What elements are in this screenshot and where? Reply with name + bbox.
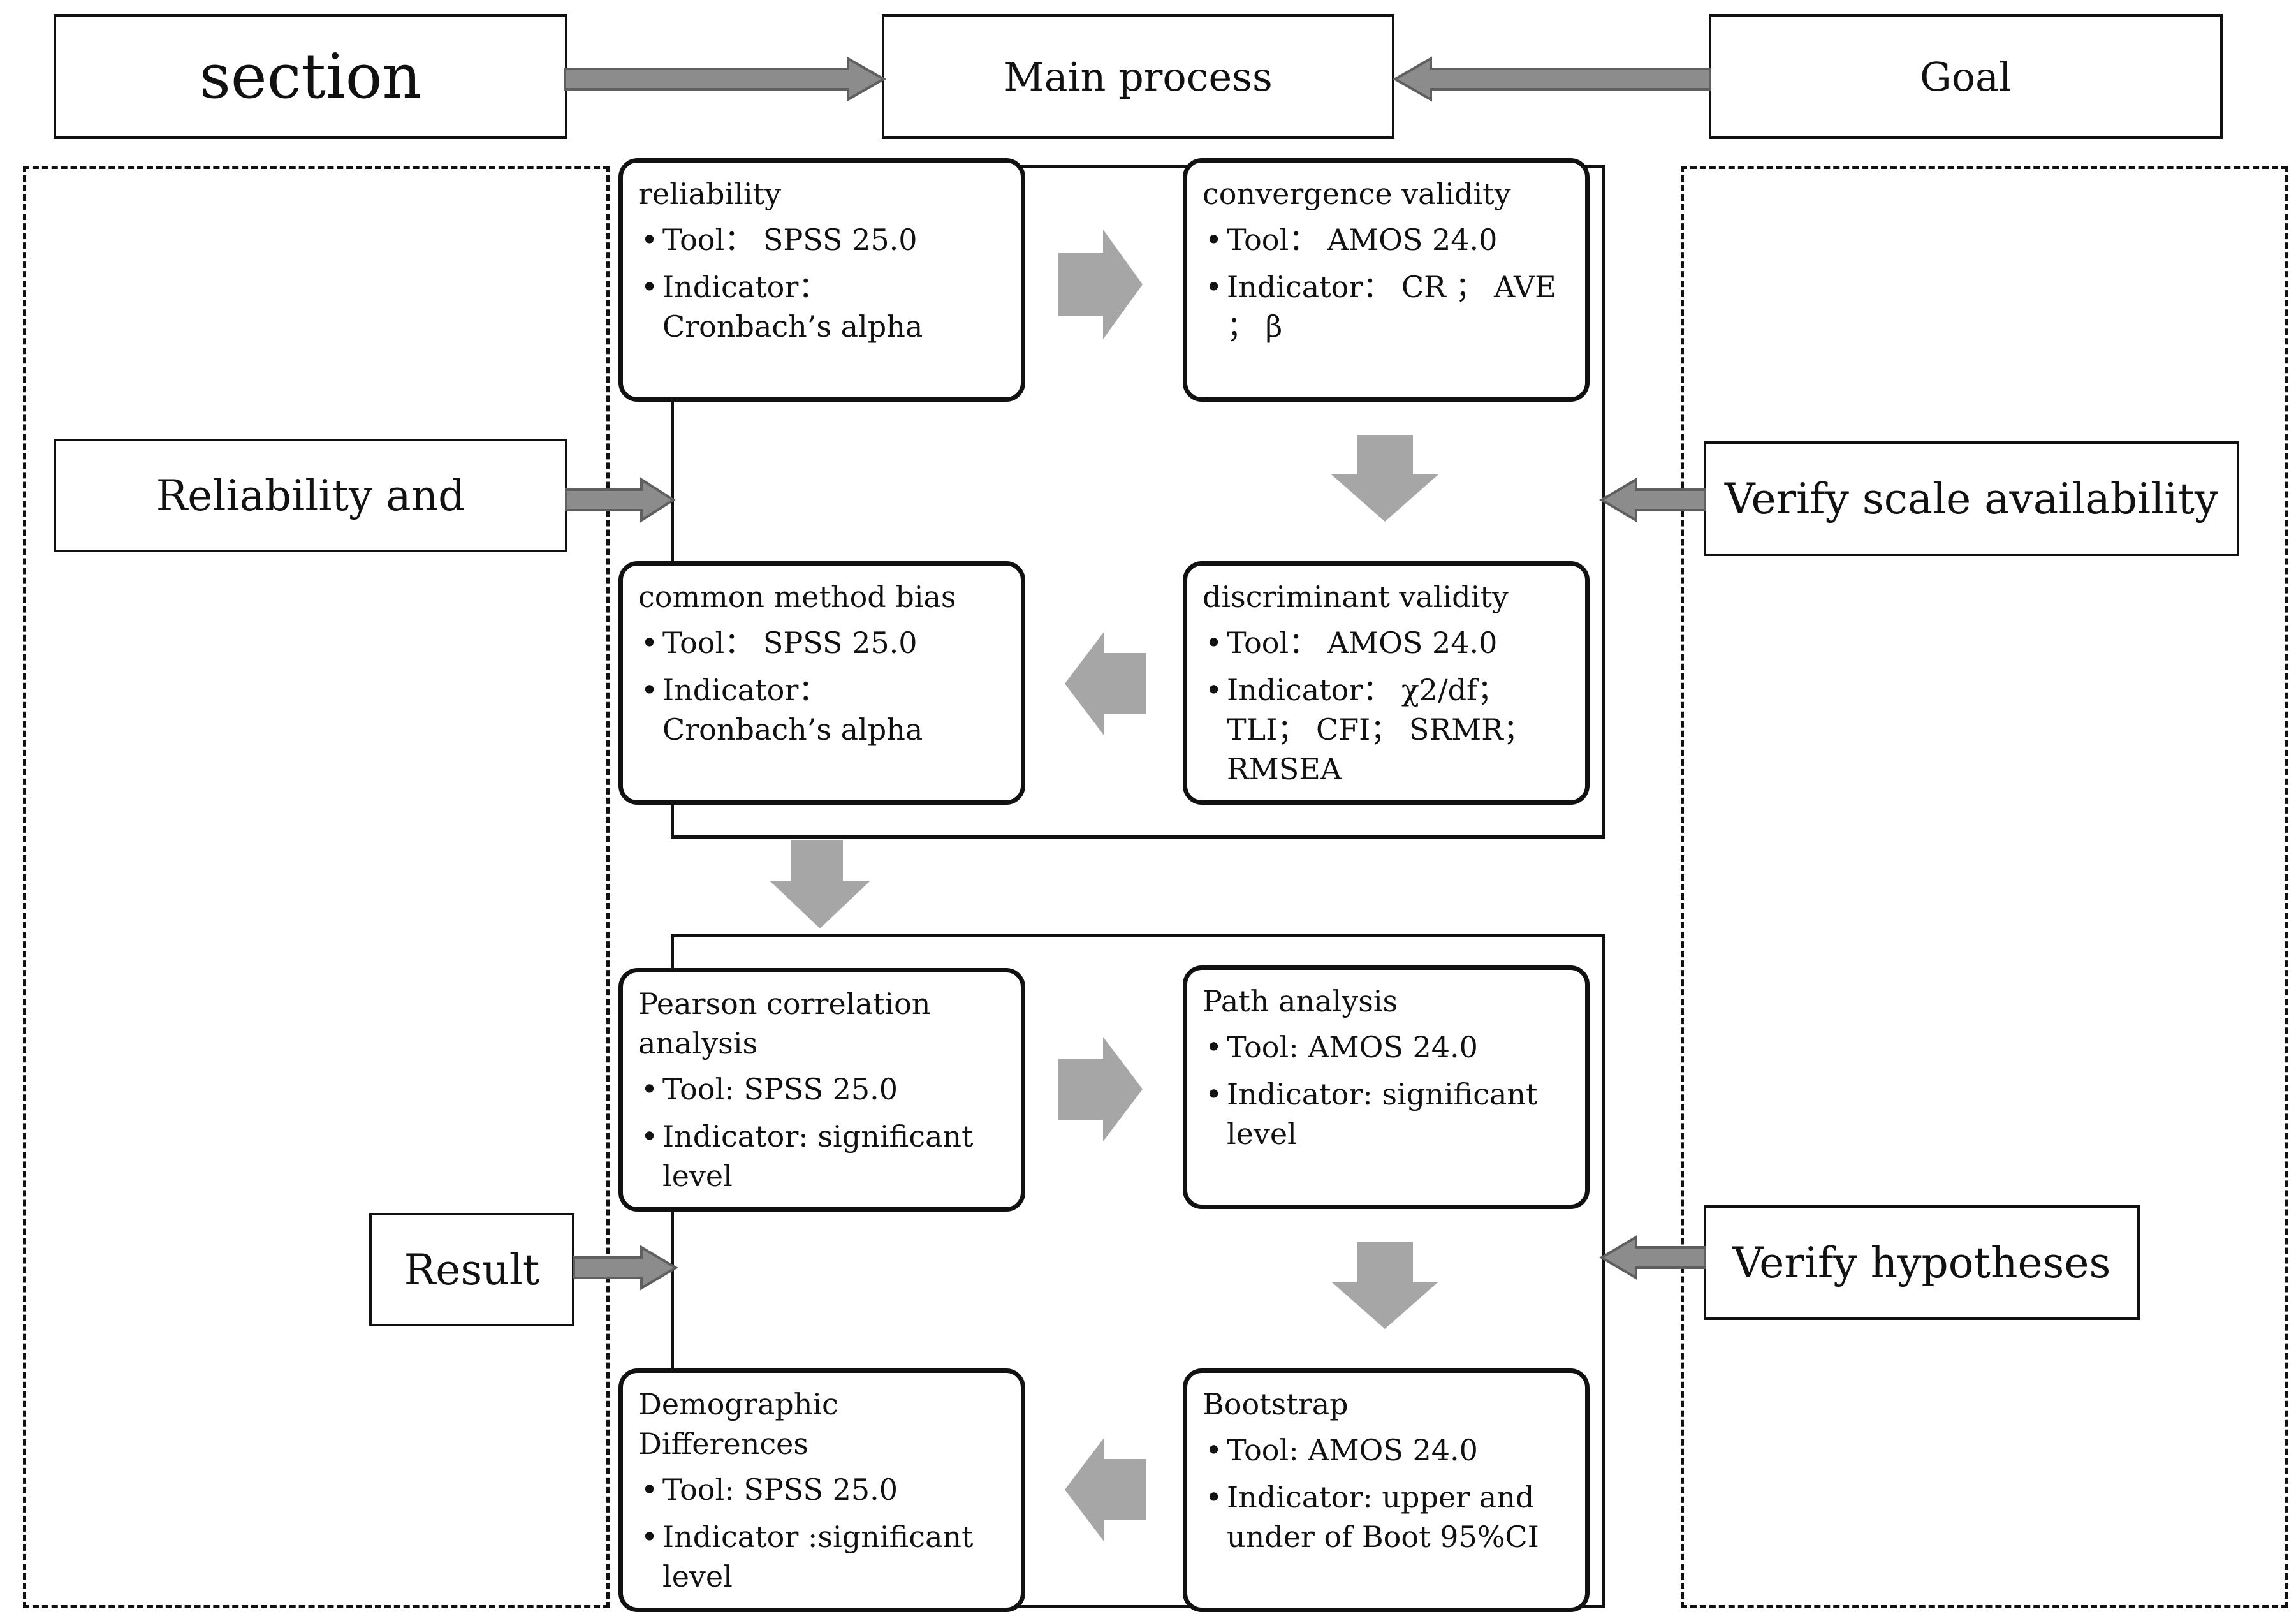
step-demographic-indicator: Indicator :significant level — [638, 1517, 1005, 1596]
step-discriminant-tool: Tool： AMOS 24.0 — [1203, 623, 1570, 663]
step-demographic-differences: Demographic Differences Tool: SPSS 25.0 … — [618, 1368, 1025, 1612]
step-reliability-title: reliability — [638, 177, 782, 211]
arrow-verify-scale-to-group — [1599, 477, 1706, 523]
step-discriminant-title: discriminant validity — [1203, 580, 1509, 614]
step-convergence-validity: convergence validity Tool： AMOS 24.0 Ind… — [1183, 158, 1590, 402]
flow-arrow-convergence-to-discriminant — [1331, 435, 1438, 522]
step-reliability: reliability Tool： SPSS 25.0 Indicator： C… — [618, 158, 1025, 402]
right-goal-panel — [1681, 166, 2288, 1608]
right-label-verify-scale-text: Verify scale availability — [1724, 474, 2219, 524]
step-reliability-indicator: Indicator： Cronbach’s alpha — [638, 267, 1005, 346]
flow-arrow-reliability-to-convergence — [1058, 230, 1143, 339]
step-path-tool: Tool: AMOS 24.0 — [1203, 1027, 1570, 1067]
step-path-indicator: Indicator: significant level — [1203, 1075, 1570, 1154]
step-common-method-bias: common method bias Tool： SPSS 25.0 Indic… — [618, 561, 1025, 805]
header-main-process-text: Main process — [1004, 53, 1273, 100]
step-bootstrap: Bootstrap Tool: AMOS 24.0 Indicator: upp… — [1183, 1368, 1590, 1612]
flow-arrow-validation-to-result — [770, 840, 870, 928]
left-label-result-text: Result — [404, 1245, 540, 1295]
header-section: section — [54, 14, 567, 139]
flow-arrow-path-to-bootstrap — [1331, 1242, 1438, 1329]
step-bootstrap-title: Bootstrap — [1203, 1387, 1349, 1421]
step-demographic-title: Demographic Differences — [638, 1387, 838, 1461]
step-convergence-indicator: Indicator： CR ； AVE ； β — [1203, 267, 1570, 346]
left-label-reliability-text: Reliability and — [156, 471, 465, 520]
flow-arrow-discriminant-to-common-method — [1065, 631, 1146, 736]
step-path-title: Path analysis — [1203, 984, 1398, 1018]
step-common-method-title: common method bias — [638, 580, 956, 614]
right-label-verify-hypotheses-text: Verify hypotheses — [1732, 1238, 2111, 1287]
step-common-method-indicator: Indicator： Cronbach’s alpha — [638, 670, 1005, 749]
flow-arrow-bootstrap-to-demographic — [1065, 1437, 1146, 1542]
arrow-reliability-label-to-group — [565, 477, 676, 523]
step-reliability-tool: Tool： SPSS 25.0 — [638, 220, 1005, 260]
step-pearson-tool: Tool: SPSS 25.0 — [638, 1069, 1005, 1109]
step-discriminant-indicator: Indicator： χ2/df； TLI； CFI； SRMR； RMSEA — [1203, 670, 1570, 789]
header-goal-text: Goal — [1920, 53, 2012, 100]
step-pearson-correlation: Pearson correlation analysis Tool: SPSS … — [618, 968, 1025, 1212]
step-bootstrap-tool: Tool: AMOS 24.0 — [1203, 1430, 1570, 1470]
step-pearson-indicator: Indicator: significant level — [638, 1117, 1005, 1196]
step-discriminant-validity: discriminant validity Tool： AMOS 24.0 In… — [1183, 561, 1590, 805]
right-label-verify-hypotheses: Verify hypotheses — [1704, 1205, 2140, 1320]
header-goal: Goal — [1709, 14, 2223, 139]
arrow-section-to-main-process — [564, 56, 887, 102]
step-common-method-tool: Tool： SPSS 25.0 — [638, 623, 1005, 663]
left-section-panel — [23, 166, 610, 1608]
step-convergence-tool: Tool： AMOS 24.0 — [1203, 220, 1570, 260]
arrow-verify-hypotheses-to-group — [1599, 1235, 1706, 1280]
left-label-reliability: Reliability and — [54, 439, 567, 552]
right-label-verify-scale: Verify scale availability — [1704, 441, 2239, 556]
header-main-process: Main process — [882, 14, 1394, 139]
step-convergence-title: convergence validity — [1203, 177, 1511, 211]
header-section-text: section — [199, 41, 422, 112]
arrow-result-label-to-group — [573, 1245, 678, 1291]
flow-arrow-pearson-to-path — [1058, 1037, 1143, 1141]
step-path-analysis: Path analysis Tool: AMOS 24.0 Indicator:… — [1183, 965, 1590, 1209]
step-pearson-title: Pearson correlation analysis — [638, 987, 931, 1060]
step-bootstrap-indicator: Indicator: upper and under of Boot 95%CI — [1203, 1478, 1570, 1557]
step-demographic-tool: Tool: SPSS 25.0 — [638, 1470, 1005, 1509]
left-label-result: Result — [369, 1213, 574, 1326]
arrow-goal-to-main-process — [1392, 56, 1711, 102]
